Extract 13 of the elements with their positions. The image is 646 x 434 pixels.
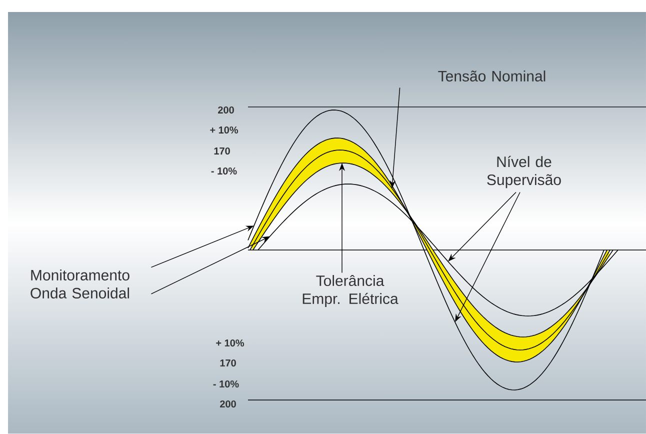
callout-text: Tolerância Empr. Elétrica xyxy=(302,274,398,307)
axis-value: 170 xyxy=(214,147,230,155)
callout-text: Nível de Supervisão xyxy=(487,156,561,188)
axis-value: - 10% xyxy=(213,380,239,388)
callout-text: Monitoramento Onda Senoidal xyxy=(30,269,130,298)
axis-value: 170 xyxy=(220,359,236,367)
axis-value: 200 xyxy=(218,106,234,114)
callout-text: Tensão Nominal xyxy=(438,70,546,82)
axis-value: - 10% xyxy=(211,167,237,175)
axis-value: 200 xyxy=(220,400,236,408)
axis-value: + 10% xyxy=(210,126,238,134)
axis-value: + 10% xyxy=(216,339,244,347)
leader-arrow xyxy=(448,192,516,262)
